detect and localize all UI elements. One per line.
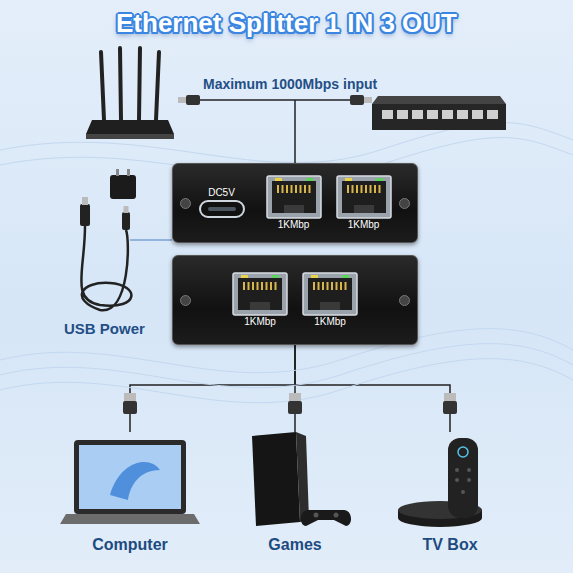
input-cable <box>178 95 372 163</box>
title: Ethernet Splitter 1 IN 3 OUT <box>0 8 573 39</box>
port-label: DC5V <box>208 187 235 199</box>
game-console-icon <box>252 432 351 526</box>
device-caption: Games <box>268 536 321 554</box>
annotation-label: USB Power <box>64 320 145 337</box>
port-label: 1KMbp <box>348 219 380 231</box>
usb-power-cable <box>80 169 172 310</box>
port-label: 1KMbp <box>314 316 346 328</box>
port-cell: 1KMbp <box>266 175 322 231</box>
device-caption: TV Box <box>422 536 477 554</box>
usb-c-port <box>199 199 245 219</box>
cable-connector <box>295 345 450 432</box>
port-cell: 1KMbp <box>302 272 358 328</box>
panel-screw <box>399 295 410 306</box>
port-label: 1KMbp <box>244 316 276 328</box>
device-node: Computer <box>62 432 198 554</box>
cable-connector <box>130 345 295 432</box>
rj45-port <box>302 272 358 316</box>
device-node: Games <box>235 432 355 554</box>
splitter-panel: DC5V 1KMbp 1KMbp <box>172 163 418 243</box>
port-cell: 1KMbp <box>336 175 392 231</box>
panel-screw <box>399 198 410 209</box>
splitter-panel: 1KMbp 1KMbp <box>172 255 418 345</box>
device-caption: Computer <box>92 536 168 554</box>
rj45-plugs <box>123 393 457 414</box>
switch-icon <box>372 96 506 130</box>
device-node: TV Box <box>385 432 515 554</box>
rj45-port <box>266 175 322 219</box>
port-cell: 1KMbp <box>232 272 288 328</box>
annotation-label: Maximum 1000Mbps input <box>203 76 377 92</box>
laptop-icon <box>60 440 200 524</box>
panel-screw <box>180 295 191 306</box>
port-cell: DC5V <box>199 187 245 219</box>
rj45-port <box>232 272 288 316</box>
panel-screw <box>180 198 191 209</box>
port-label: 1KMbp <box>278 219 310 231</box>
rj45-port <box>336 175 392 219</box>
tv-box-icon <box>398 438 482 527</box>
router-icon <box>86 48 174 139</box>
